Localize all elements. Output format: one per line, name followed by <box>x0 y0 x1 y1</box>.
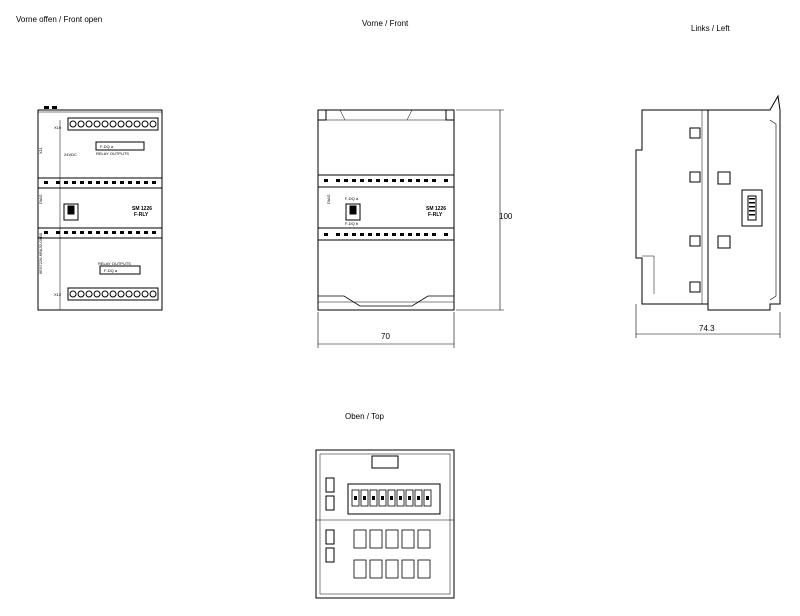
left-view-title: Links / Left <box>691 24 730 33</box>
front-variant: F-RLY <box>428 212 443 218</box>
front-model: SM 1226 <box>426 206 446 212</box>
top-view <box>315 449 455 599</box>
front-open-supply: 24VDC <box>64 152 77 157</box>
left-depth-dimension <box>635 304 781 338</box>
front-view-leds <box>324 179 448 236</box>
front-view <box>317 109 455 311</box>
front-open-part-no: 6ES7226-6RA32-0XB0 <box>38 232 43 274</box>
front-open-variant: F-RLY <box>134 212 149 218</box>
front-fuse-a: F-DQ a <box>345 196 359 201</box>
top-view-screws <box>354 496 429 500</box>
front-open-x10: X10 <box>54 125 62 130</box>
front-open-x12: X12 <box>54 292 62 297</box>
front-open-x11: X11 <box>38 146 43 154</box>
front-open-diag: DIAG <box>38 194 43 204</box>
left-view <box>635 94 781 311</box>
front-width-dimension <box>317 312 455 348</box>
front-open-fuse-top: F-DQ a <box>100 144 114 149</box>
front-view-title: Vorne / Front <box>362 19 409 28</box>
front-height-dimension <box>456 109 504 311</box>
left-depth-value: 74.3 <box>699 324 715 333</box>
front-fuse-b: F-DQ b <box>345 221 359 226</box>
front-open-view <box>37 106 163 311</box>
left-view-connector-pins <box>749 198 755 216</box>
front-open-fuse-bottom: F-DQ a <box>104 268 118 273</box>
front-diag: DIAG <box>326 194 331 204</box>
front-open-top-label: RELAY OUTPUTS <box>96 151 129 156</box>
front-height-value: 100 <box>499 212 513 221</box>
front-open-bottom-label: RELAY OUTPUTS <box>98 261 131 266</box>
front-open-view-title: Vorne offen / Front open <box>16 15 103 24</box>
top-view-title: Oben / Top <box>345 412 384 421</box>
front-open-model: SM 1226 <box>132 206 152 212</box>
front-width-value: 70 <box>381 332 390 341</box>
